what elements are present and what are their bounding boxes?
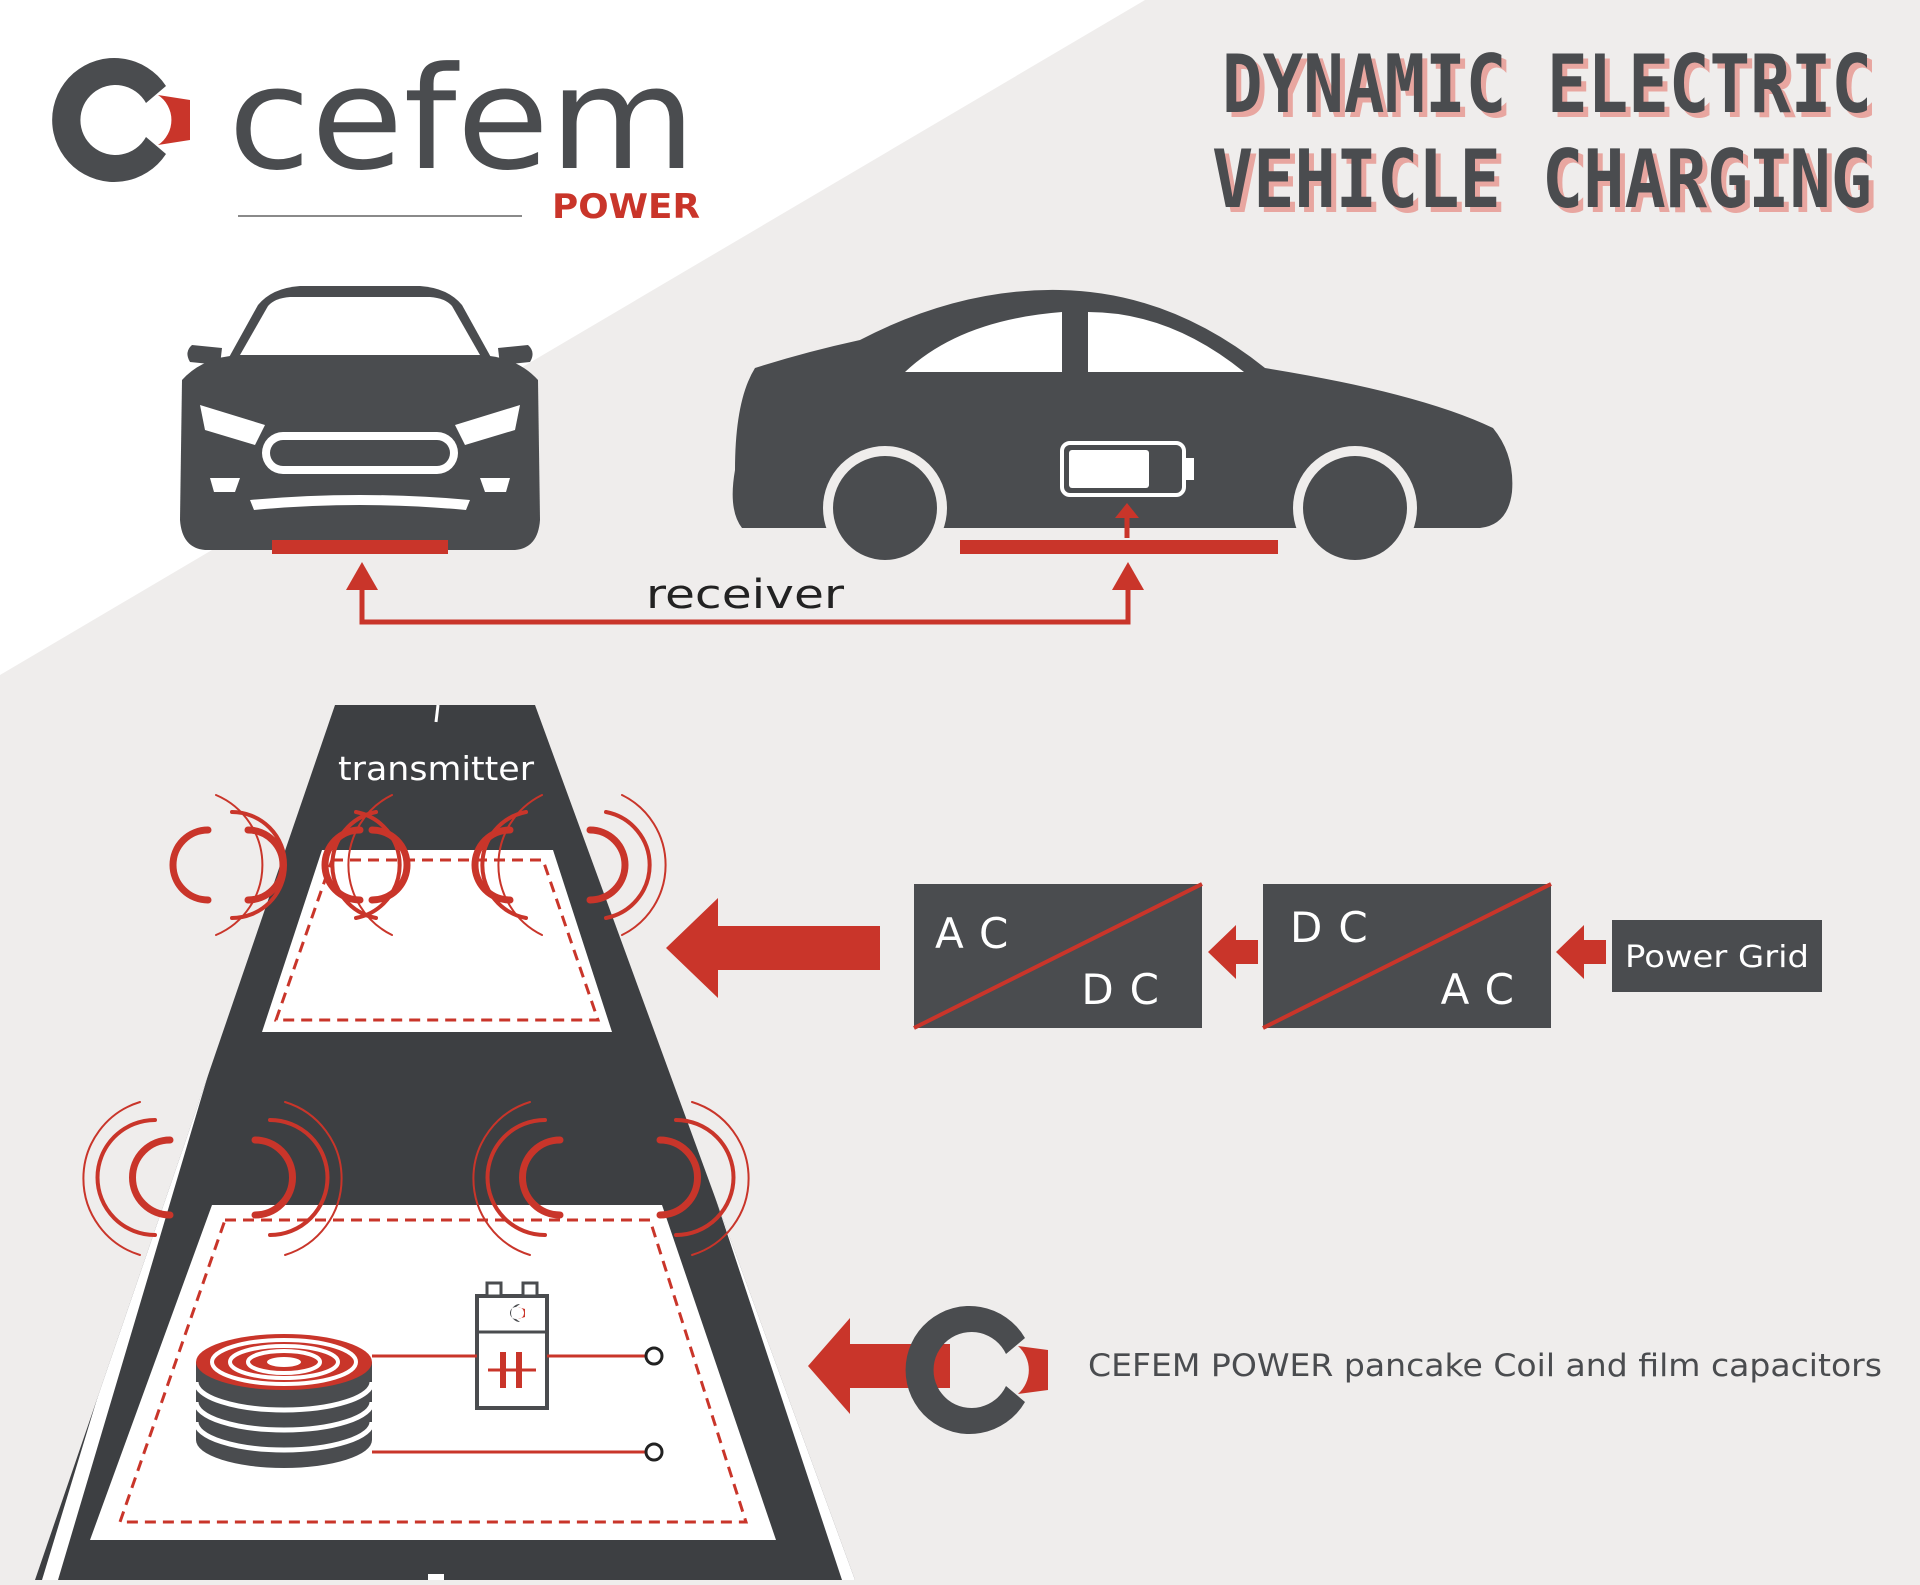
title-line2-shadow: VEHICLE CHARGING <box>1217 138 1877 231</box>
converter-ac-dc <box>913 882 1203 1030</box>
power-grid-label: Power Grid <box>1625 940 1809 975</box>
page-title: DYNAMIC ELECTRIC DYNAMIC ELECTRIC VEHICL… <box>1212 38 1877 231</box>
receiver-connector <box>346 562 1144 625</box>
side-receiver-pad <box>960 540 1278 554</box>
logo-wordmark: cefem <box>228 37 696 202</box>
converter-dc-ac-bottom: AC <box>1441 965 1530 1014</box>
front-receiver-pad <box>272 540 448 554</box>
battery-icon <box>1060 441 1194 497</box>
pancake-coil-icon <box>193 1334 375 1468</box>
side-car-icon <box>732 289 1513 570</box>
film-capacitor-icon <box>475 1281 549 1410</box>
receiver-label: receiver <box>646 572 845 618</box>
cefem-c-logo-icon-small <box>905 1306 1048 1435</box>
cefem-c-logo-icon <box>52 58 190 182</box>
title-line2: VEHICLE CHARGING <box>1212 133 1872 226</box>
power-grid-box <box>1612 920 1822 992</box>
arrow-between-converters <box>1208 925 1258 979</box>
front-car-icon <box>180 286 540 550</box>
logo-subtitle: POWER <box>552 187 700 227</box>
title-line1: DYNAMIC ELECTRIC <box>1222 38 1872 131</box>
components-caption: CEFEM POWER pancake Coil and film capaci… <box>1088 1348 1882 1384</box>
circuit-wires <box>372 1346 664 1462</box>
converter-dc-ac <box>1262 882 1552 1030</box>
converter-ac-dc-bottom: DC <box>1081 965 1175 1014</box>
converter-ac-dc-top: AC <box>935 909 1024 958</box>
arrow-to-transmitter <box>666 898 880 998</box>
transmitter-label: transmitter <box>338 749 534 788</box>
cefem-logo: cefem POWER <box>52 37 700 227</box>
arrow-from-grid <box>1556 925 1606 979</box>
battery-arrow-head <box>1115 503 1139 518</box>
converter-dc-ac-top: DC <box>1290 903 1384 952</box>
transmitter-pad-upper <box>262 850 612 1032</box>
signal-waves-icon <box>82 794 750 1256</box>
title-line1-shadow: DYNAMIC ELECTRIC <box>1227 43 1877 136</box>
